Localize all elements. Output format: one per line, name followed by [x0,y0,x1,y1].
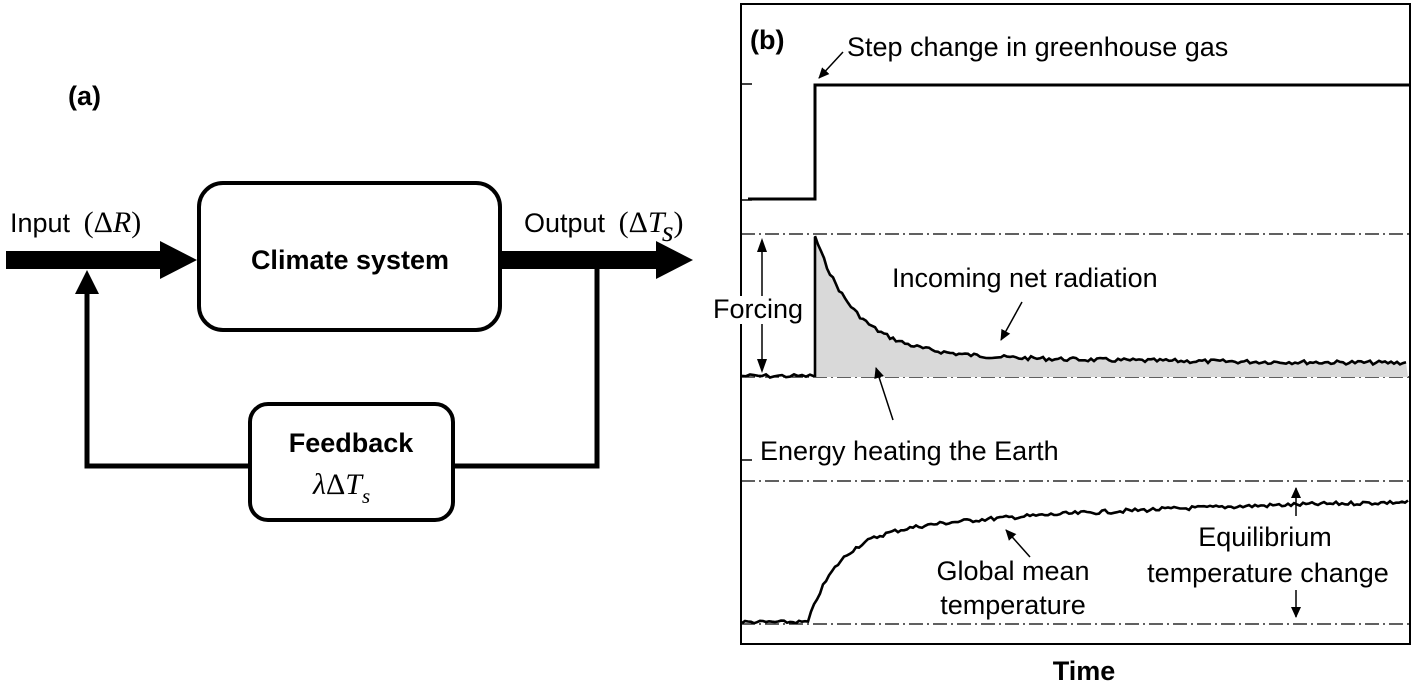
panel-b-label: (b) [750,25,784,55]
feedback-line-right [455,260,600,469]
feedback-label: Feedback [289,428,415,458]
output-label: Output (ΔTs) [524,206,684,248]
climate-system-label: Climate system [251,245,449,275]
global-mean-label-line1: Global mean [936,556,1089,586]
equilibrium-label-line1: Equilibrium [1198,522,1332,552]
input-delta: Δ [94,206,113,239]
x-axis-label: Time [1053,656,1116,686]
feedback-sub: s [362,484,370,508]
feedback-line-left [84,292,250,469]
global-mean-temperature-curve [741,499,1409,625]
input-label: Input (ΔR) [10,206,141,239]
feedback-var: T [345,468,364,501]
equilibrium-label-line2: temperature change [1147,558,1389,588]
feedback-formula: λΔTs [312,468,370,508]
input-var: R [112,206,131,239]
radiation-pre-step-curve [741,372,815,379]
global-mean-label-line2: temperature [940,590,1086,620]
input-arrow-shaft [6,251,166,269]
output-sub: s [662,215,674,248]
feedback-delta: Δ [326,468,345,501]
incoming-radiation-curve [813,235,1407,367]
panel-a: (a) Input (ΔR) Output (ΔTs) Climate syst… [6,81,693,522]
energy-heating-area [815,236,1408,377]
forcing-arrow-down [757,359,767,373]
incoming-radiation-label: Incoming net radiation [892,263,1158,293]
panel-a-label: (a) [68,81,101,111]
output-arrow-shaft [502,251,662,269]
forcing-arrow-up [757,238,767,252]
global-mean-arrow [1005,529,1031,558]
forcing-label-bg [712,296,810,324]
climate-system-box [197,181,502,332]
step-annotation-arrow [818,51,844,79]
energy-heating-label: Energy heating the Earth [760,436,1059,466]
panel-b: (b) Step change in greenhouse gas Forcin… [712,3,1411,686]
output-delta: Δ [629,206,648,239]
incoming-radiation-arrow [1000,301,1023,341]
feedback-lambda: λ [312,468,326,501]
feedback-arrow-head [75,270,99,294]
step-annotation: Step change in greenhouse gas [847,32,1228,62]
feedback-box [248,402,455,522]
input-arrow-head [160,241,197,279]
output-text: Output [524,208,606,238]
input-text: Input [10,208,71,238]
energy-heating-arrow [874,367,894,421]
step-change-line [748,83,1410,201]
forcing-label: Forcing [713,294,803,324]
output-arrow-head [656,241,693,279]
